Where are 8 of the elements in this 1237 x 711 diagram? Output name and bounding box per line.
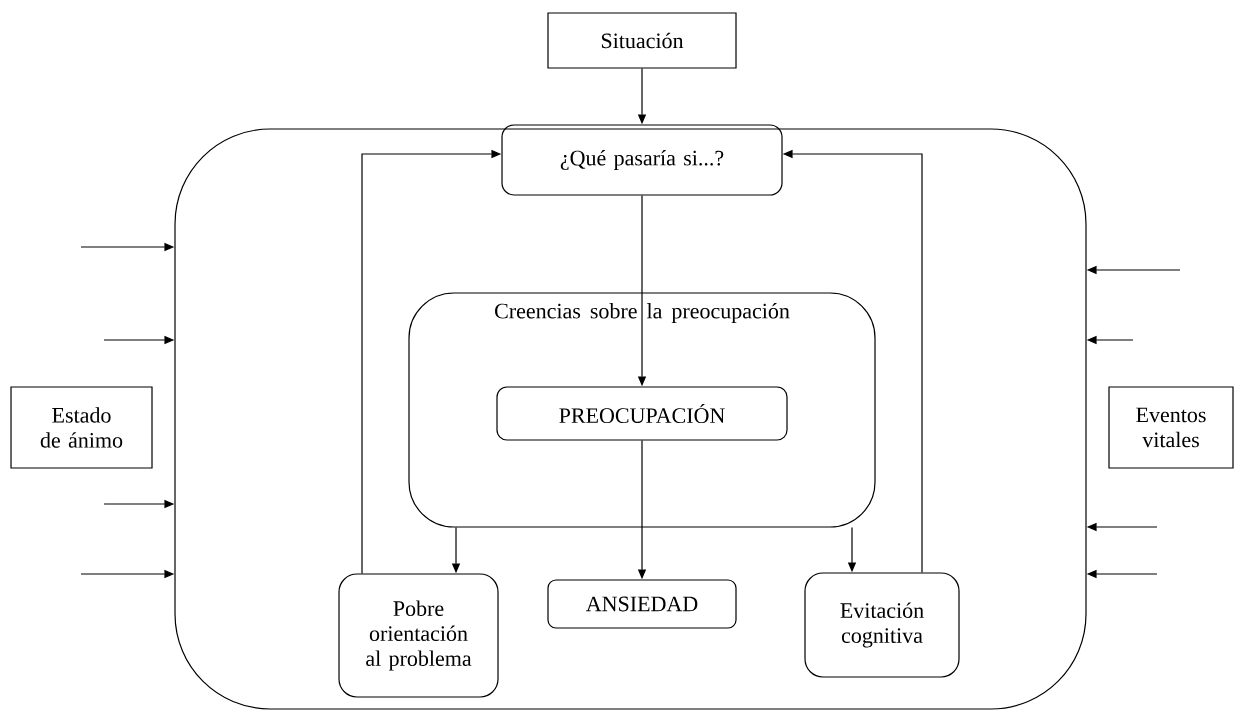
input-box: Estado de ánimo: [10, 386, 153, 469]
process-box: Evitación cognitiva: [804, 572, 960, 678]
process-box: Situación: [547, 12, 737, 69]
input-box: Eventos vitales: [1108, 386, 1234, 469]
process-box: Pobre orientación al problema: [338, 573, 499, 698]
process-box: ANSIEDAD: [547, 579, 737, 629]
process-box: PREOCUPACIÓN: [496, 386, 788, 441]
rounded-frame: [174, 128, 1087, 710]
